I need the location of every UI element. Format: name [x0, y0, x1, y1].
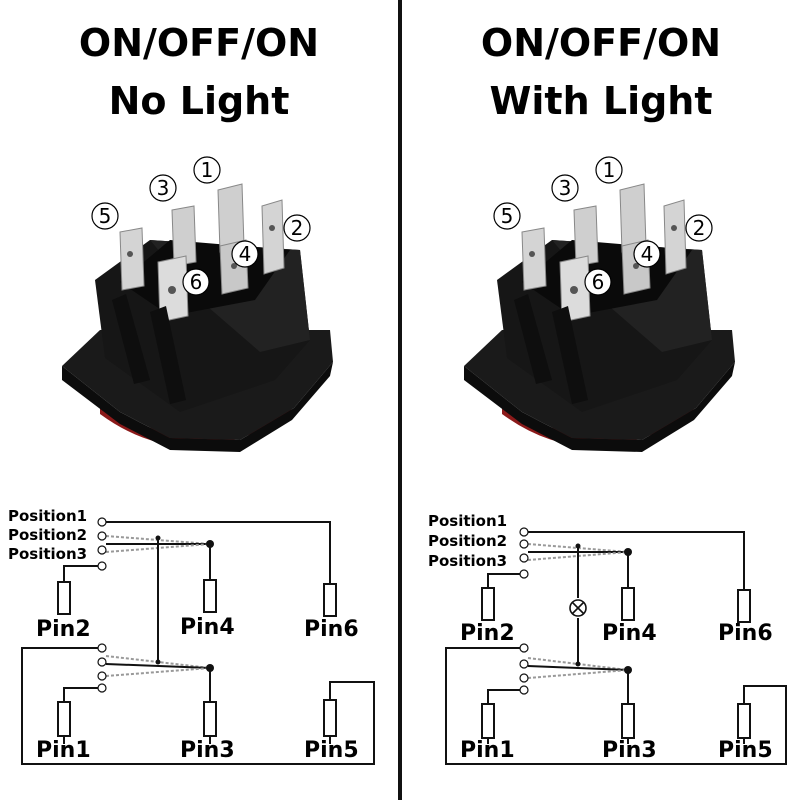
right-junction-bottom: [624, 666, 632, 674]
right-pin1-label: Pin1: [460, 738, 515, 763]
right-junction-top: [624, 548, 632, 556]
right-title-line2: With Light: [489, 79, 713, 123]
left-terminal-3: 3: [157, 176, 170, 200]
left-pin4-label: Pin4: [180, 615, 235, 640]
right-position3-label: Position3: [428, 552, 507, 570]
right-terminal-3: 3: [559, 176, 572, 200]
left-title: ON/OFF/ON No Light: [0, 14, 398, 130]
left-position1-label: Position1: [8, 507, 87, 525]
right-pin6-label: Pin6: [718, 621, 773, 646]
right-title: ON/OFF/ON With Light: [402, 14, 800, 130]
right-terminal-6: 6: [592, 270, 605, 294]
right-wiring-diagram: [445, 531, 787, 765]
left-terminal-1: 1: [201, 158, 214, 182]
left-terminal-5: 5: [99, 204, 112, 228]
right-switch-photo: [463, 156, 736, 453]
left-terminal-4: 4: [239, 242, 252, 266]
left-junction-bottom: [206, 664, 214, 672]
right-pin2-label: Pin2: [460, 621, 515, 646]
left-switch-photo: [61, 156, 334, 453]
left-pin6-label: Pin6: [304, 617, 359, 642]
right-terminal-1: 1: [603, 158, 616, 182]
left-terminal-6: 6: [190, 270, 203, 294]
right-terminal-2: 2: [693, 216, 706, 240]
right-terminal-5: 5: [501, 204, 514, 228]
left-title-line1: ON/OFF/ON: [78, 21, 320, 65]
right-terminal-4: 4: [641, 242, 654, 266]
left-title-line2: No Light: [108, 79, 290, 123]
right-pin5-label: Pin5: [718, 738, 773, 763]
right-position2-label: Position2: [428, 532, 507, 550]
right-contacts: [519, 527, 529, 695]
right-title-line1: ON/OFF/ON: [480, 21, 722, 65]
left-pin5-label: Pin5: [304, 738, 359, 763]
left-pin1-label: Pin1: [36, 738, 91, 763]
right-pin3-label: Pin3: [602, 738, 657, 763]
panel-divider: [398, 0, 402, 800]
left-junction-top: [206, 540, 214, 548]
lamp-icon: [569, 599, 587, 617]
left-position3-label: Position3: [8, 545, 87, 563]
right-position1-label: Position1: [428, 512, 507, 530]
right-pin4-label: Pin4: [602, 621, 657, 646]
left-pin3-label: Pin3: [180, 738, 235, 763]
left-position2-label: Position2: [8, 526, 87, 544]
left-pin2-label: Pin2: [36, 617, 91, 642]
left-terminal-2: 2: [291, 216, 304, 240]
left-contacts: [97, 517, 107, 693]
